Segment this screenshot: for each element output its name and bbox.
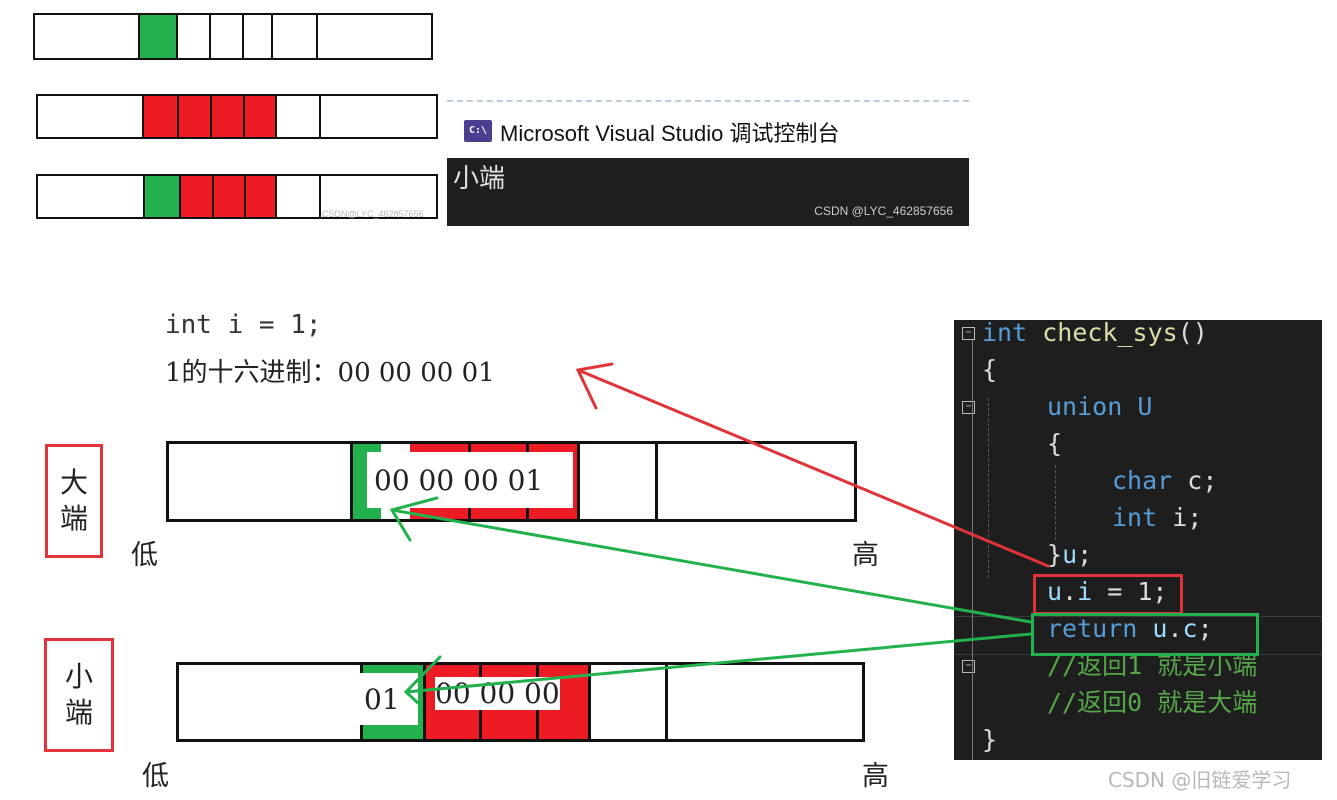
cell-divider (177, 96, 179, 137)
little-endian-label: 小 端 (44, 638, 114, 752)
indent-guide (988, 398, 989, 578)
big-endian-label-line1: 大 (60, 465, 88, 501)
cell-divider (319, 96, 321, 137)
byte-cell-green (140, 15, 176, 58)
little-endian-rest-bytes: 00 00 00 (432, 671, 590, 715)
console-output: 小端 (453, 158, 505, 195)
cell-divider (655, 444, 658, 519)
indent-guide (972, 340, 973, 760)
cell-divider (142, 96, 144, 137)
cell-divider (143, 176, 145, 217)
cell-divider (242, 15, 244, 58)
return-highlight-box (1031, 613, 1259, 656)
indent-guide (1055, 465, 1056, 540)
big-endian-label: 大 端 (45, 444, 103, 558)
code-line-5: char c; (1112, 462, 1217, 499)
byte-cell-red (142, 96, 276, 137)
little-endian-low-label: 低 (142, 754, 169, 793)
big-endian-low-label: 低 (131, 533, 158, 572)
code-line-6: int i; (1112, 499, 1202, 536)
byte-cell-red (180, 176, 276, 217)
cell-divider (275, 96, 277, 137)
cell-divider (350, 444, 353, 519)
cell-divider (319, 176, 321, 217)
cell-divider (209, 15, 211, 58)
little-endian-first-byte-text: 01 (364, 683, 400, 716)
big-endian-high-label: 高 (852, 533, 879, 572)
code-line-1: int check_sys() (982, 320, 1208, 351)
assign-highlight-box (1033, 574, 1183, 615)
code-line-7: }u; (1047, 536, 1092, 573)
little-endian-label-line2: 端 (65, 695, 93, 731)
cell-divider (179, 176, 181, 217)
fold-collapse-icon[interactable]: − (962, 327, 975, 340)
console-app-icon: C:\ (464, 120, 492, 142)
console-watermark: CSDN @LYC_462857656 (814, 204, 953, 218)
hex-representation-note: 1的十六进制：00 00 00 01 (165, 352, 495, 389)
code-line-3: union U (1047, 388, 1152, 425)
code-line-12: } (982, 721, 997, 758)
big-endian-bytes: 00 00 00 01 (367, 452, 573, 508)
top-watermark: CSDN@LYC_462857656 (322, 209, 424, 219)
fold-collapse-icon[interactable]: − (962, 401, 975, 414)
cell-divider (275, 176, 277, 217)
memory-bar-1 (33, 13, 433, 60)
little-endian-rest-bytes-text: 00 00 00 (435, 677, 560, 710)
cell-divider (244, 176, 246, 217)
int-declaration-note: int i = 1; (165, 310, 322, 340)
fold-collapse-icon[interactable]: − (962, 660, 975, 673)
cell-divider (212, 176, 214, 217)
little-endian-high-label: 高 (862, 754, 889, 793)
big-endian-bytes-text: 00 00 00 01 (374, 464, 543, 497)
code-line-2: { (982, 351, 997, 388)
cell-divider (665, 665, 668, 739)
big-endian-label-line2: 端 (60, 501, 88, 537)
cell-divider (138, 15, 140, 58)
cell-divider (423, 665, 426, 739)
debug-console-window: C:\ Microsoft Visual Studio 调试控制台 小端 CSD… (447, 100, 969, 226)
csdn-watermark: CSDN @旧链爱学习 (1108, 764, 1291, 793)
cell-divider (243, 96, 245, 137)
cell-divider (176, 15, 178, 58)
console-titlebar: C:\ Microsoft Visual Studio 调试控制台 (447, 100, 969, 158)
code-editor: − − − int check_sys() { union U { char c… (954, 320, 1322, 760)
cell-divider (210, 96, 212, 137)
code-line-11: //返回0 就是大端 (1047, 684, 1257, 721)
little-endian-first-byte: 01 (360, 673, 418, 725)
console-title: Microsoft Visual Studio 调试控制台 (500, 116, 839, 148)
cell-divider (577, 444, 580, 519)
code-line-4: { (1047, 425, 1062, 462)
little-endian-label-line1: 小 (65, 659, 93, 695)
memory-bar-2 (36, 94, 438, 139)
byte-cell-green (144, 176, 180, 217)
cell-divider (271, 15, 273, 58)
cell-divider (316, 15, 318, 58)
